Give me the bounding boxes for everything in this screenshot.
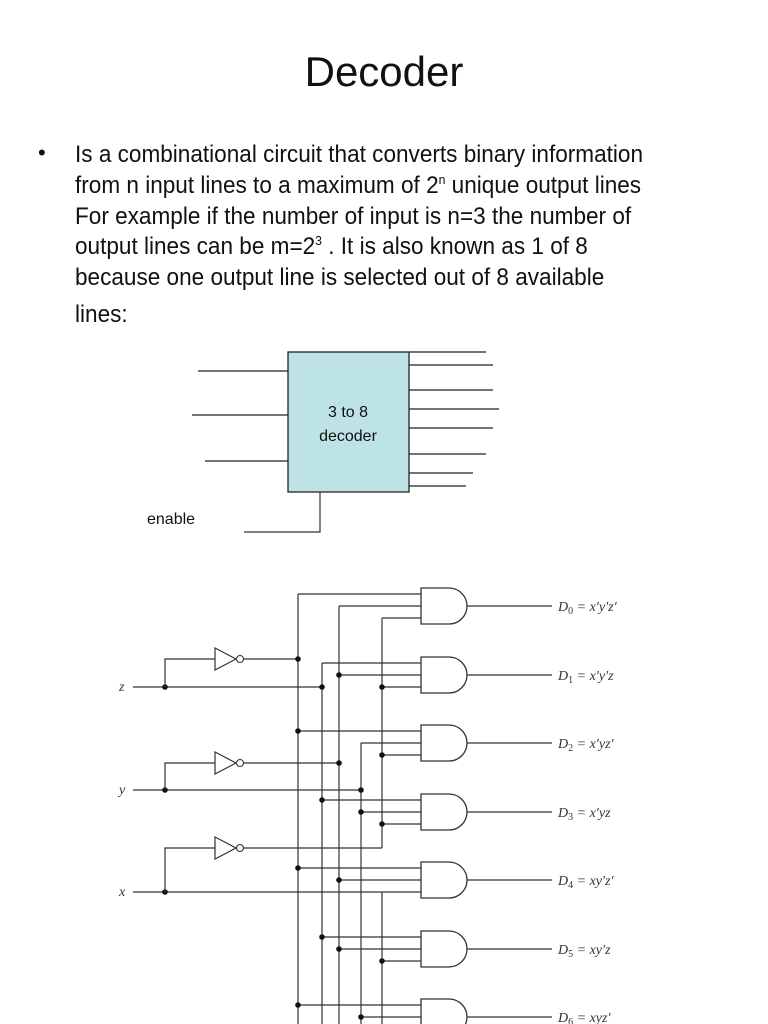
junction-dot [358,1014,364,1020]
junction-dot [319,797,325,803]
junction-dot [379,958,385,964]
text-line: For example if the number of input is n=… [75,202,632,230]
junction-dot [336,672,342,678]
junction-dot [295,728,301,734]
output-label: D2 = x′yz′ [557,737,615,754]
text-span: . It is also known as 1 of 8 [321,233,588,261]
text-line: lines: [75,300,128,328]
junction-dot [379,752,385,758]
and-gate-icon [420,998,468,1024]
junction-dot [319,684,325,690]
junction-dot [336,760,342,766]
and-gate-icon [420,724,468,762]
junction-dot [295,865,301,871]
input-label-y: y [117,783,126,798]
junction-dot [336,946,342,952]
not-gate-icon [214,836,238,860]
inverter-bubble [235,758,245,768]
output-label: D5 = xy′z [557,943,611,960]
and-gate-icon [420,656,468,694]
and-gate-icon [420,793,468,831]
bullet-marker: • [38,140,46,165]
decoder-block [287,351,410,493]
and-gate-icon [420,861,468,899]
junction-dot [379,684,385,690]
output-label: D4 = xy′z′ [557,874,615,891]
block-label-2: decoder [319,428,377,445]
junction-dot [358,809,364,815]
junction-dot [379,821,385,827]
not-gate-icon [214,751,238,775]
wire [164,658,215,687]
output-label: D6 = xyz′ [557,1011,611,1024]
text-line: because one output line is selected out … [75,264,605,292]
enable-label: enable [147,511,195,528]
text-span: from n input lines to a maximum of 2 [75,171,439,199]
junction-dot [295,1002,301,1008]
bullet-text: Is a combinational circuit that converts… [75,140,768,331]
superscript: 3 [315,233,322,249]
input-label-x: x [118,885,126,900]
inverter-bubble [235,654,245,664]
text-line: from n input lines to a maximum of 2n un… [75,171,768,202]
junction-dot [358,787,364,793]
and-gate-icon [420,587,468,625]
inverter-bubble [235,843,245,853]
output-label: D3 = x′yz [557,806,611,823]
junction-dot [319,934,325,940]
block-diagram: 3 to 8 decoder enable [147,351,499,533]
text-span: unique output lines [445,171,642,199]
text-line: Is a combinational circuit that converts… [75,141,644,168]
wire [164,847,215,892]
text-span: output lines can be m=2 [75,233,316,261]
not-gate-icon [214,647,238,671]
enable-line [244,492,321,533]
input-label-z: z [118,680,125,695]
text-line: output lines can be m=23 . It is also kn… [75,232,768,263]
output-label: D0 = x′y′z′ [557,600,618,617]
logic-circuit: z y x D0 = x′y′z′ D1 = x′y′z D2 = x′yz′ D3 = x… [117,587,618,1024]
junction-dot [336,877,342,883]
superscript: n [438,171,446,187]
output-label: D1 = x′y′z [557,669,614,686]
slide-title: Decoder [304,48,464,95]
junction-dot [295,656,301,662]
and-gate-icon [420,930,468,968]
block-label-1: 3 to 8 [328,404,368,421]
wire [164,762,215,790]
